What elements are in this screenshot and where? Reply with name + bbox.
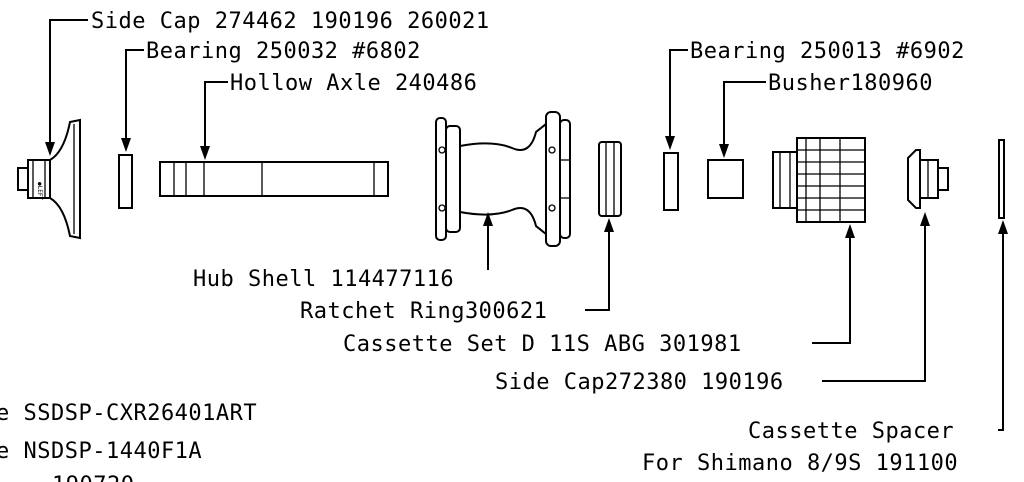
bearing-left-part xyxy=(118,154,133,209)
label-side-cap-left: Side Cap 274462 190196 260021 xyxy=(91,9,490,34)
label-ratchet-ring: Ratchet Ring300621 xyxy=(300,299,547,324)
label-partial-2: e NSDSP-1440F1A xyxy=(0,439,202,464)
cassette-set-part xyxy=(772,137,866,223)
label-busher: Busher180960 xyxy=(768,71,933,96)
label-bearing-right: Bearing 250013 #6902 xyxy=(690,39,965,64)
ratchet-ring-part xyxy=(598,141,622,217)
svg-text:●LEFT: ●LEFT xyxy=(36,182,43,200)
label-cassette-spacer: Cassette Spacer xyxy=(748,419,954,444)
side-cap-left-part: ●LEFT xyxy=(17,118,81,240)
bearing-right-part xyxy=(663,152,679,211)
label-partial-1: e SSDSP-CXR26401ART xyxy=(0,401,257,426)
leader-lines xyxy=(45,19,1008,431)
cassette-spacer-part xyxy=(998,139,1005,219)
hollow-axle-part xyxy=(159,161,389,197)
hub-shell-part xyxy=(435,111,571,247)
label-cassette-set: Cassette Set D 11S ABG 301981 xyxy=(343,332,742,357)
label-bearing-left: Bearing 250032 #6802 xyxy=(146,39,421,64)
busher-part xyxy=(707,159,744,199)
label-hub-shell: Hub Shell 114477116 xyxy=(193,267,454,292)
label-cassette-spacer-detail: For Shimano 8/9S 191100 xyxy=(642,451,958,476)
side-cap-right-part xyxy=(907,149,949,209)
label-partial-3: 190720 xyxy=(52,473,134,482)
label-side-cap-right: Side Cap272380 190196 xyxy=(495,370,784,395)
label-hollow-axle: Hollow Axle 240486 xyxy=(230,71,477,96)
